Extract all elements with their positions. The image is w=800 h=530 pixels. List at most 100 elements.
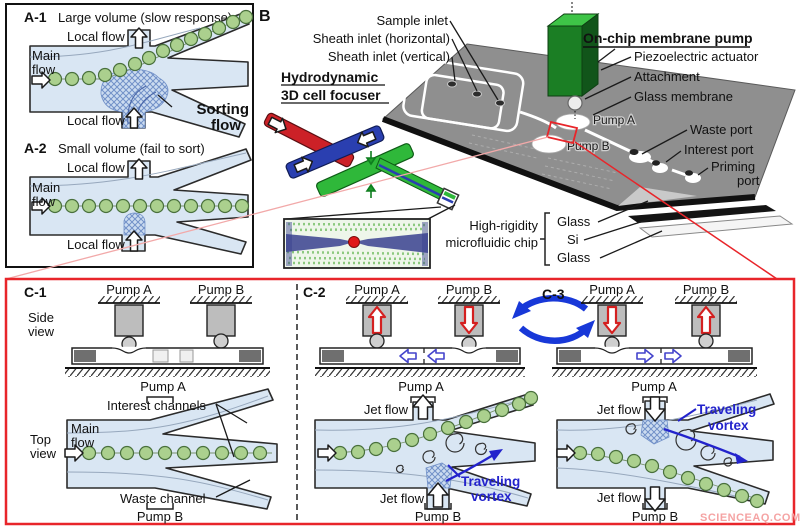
panel-a1-id: A-1 [24,9,47,25]
panel-c3-id: C-3 [542,286,565,302]
a2-small-flow-region [123,212,146,236]
c3-pump-b-bottom-label: Pump B [632,509,678,524]
panel-a2-title: Small volume (fail to sort) [58,141,205,156]
a1-sorting-label-1: Sorting [197,101,250,118]
a2-local-flow-bottom-label: Local flow [67,237,125,252]
sample-inlet-label: Sample inlet [376,13,448,28]
panel-b: Pump A Pump B [259,2,796,269]
attachment-label: Attachment [634,69,700,84]
a1-local-flow-bottom-label: Local flow [67,113,125,128]
c2-ball-a [369,333,385,349]
c1-waste-channel-label: Waste channel [120,491,206,506]
c2-pump-b-label: Pump B [446,282,492,297]
inlet-holes [447,80,505,107]
a1-local-flow-top-label: Local flow [67,29,125,44]
c2-traveling-label: Traveling [461,474,520,489]
c1-interest-channels-label: Interest channels [107,398,207,413]
c3-side-view: Pump A Pump B Pump A [552,282,757,394]
chip-serpentine-channels [402,57,525,133]
chip-si-layer [628,205,776,223]
priming-port-label-2: port [737,173,760,188]
c3-pump-b-label: Pump B [683,282,729,297]
top-view-label-2: view [30,446,57,461]
a2-local-flow-top-label: Local flow [67,160,125,175]
c1-actuator-b [206,304,236,337]
c3-traveling-vortex-arrow [663,427,741,459]
c3-vortex-label: vortex [708,418,749,433]
focuser-title-1: Hydrodynamic [281,69,378,85]
interest-port-label: Interest port [684,142,754,157]
chip-label-2: microfluidic chip [446,235,538,250]
chip-3d: Pump A Pump B [381,43,796,238]
membrane-pump-title: On-chip membrane pump [583,30,753,46]
a2-diagram [29,148,252,255]
c2-pump-a-mid-label: Pump A [398,379,444,394]
side-view-label-2: view [28,324,55,339]
c1-port-top-bracket [146,396,174,403]
c1-main-label: Main [71,421,99,436]
layer-leader-lines [583,200,663,259]
hydrodynamic-focuser-3d [263,112,460,269]
c1-pump-a-mid-label: Pump A [140,379,186,394]
c1-actuator-a [114,304,144,337]
sheath-channel-green [316,143,414,197]
layer-glass-bottom-label: Glass [557,250,591,265]
c3-jet-flow-bottom-label: Jet flow [597,490,642,505]
a2-flow-label: flow [32,194,56,209]
a1-flow-label: flow [32,62,56,77]
a1-main-label: Main [32,48,60,63]
c2-vortex-spirals [395,432,488,474]
c3-side-channel [556,347,753,365]
c1-flow-label: flow [71,435,95,450]
panel-c: C-1 C-2 C-3 Side view Top view Pump A Pu… [4,277,796,526]
c1-ball-b [213,333,229,349]
sheath-inlet-horizontal-label: Sheath inlet (horizontal) [313,31,450,46]
a2-cells [47,198,250,214]
piezo-actuator-3d [546,2,600,119]
c3-pump-a-mid-label: Pump A [631,379,677,394]
c1-pump-b-label: Pump B [198,282,244,297]
panel-a: A-1 Large volume (slow response) Local f… [5,3,254,268]
glass-membrane-label: Glass membrane [634,89,733,104]
chip-bottom-glass-layer [638,215,794,238]
chip-side-edge [381,116,756,212]
c2-side-channel [319,347,521,365]
c2-pump-b-bottom-label: Pump B [415,509,461,524]
sheath-inlet-vertical-label: Sheath inlet (vertical) [328,49,450,64]
zoom-region-marker [5,120,778,280]
c3-ball-b [698,333,714,349]
c1-port-bottom-bracket [146,503,174,510]
priming-port-label-1: Priming [711,159,755,174]
panel-a1-title: Large volume (slow response) [58,10,232,25]
layer-bracket [540,212,550,266]
c2-cells [332,390,539,461]
a2-main-label: Main [32,180,60,195]
panel-b-id: B [259,8,271,25]
focuser-title-2: 3D cell focuser [281,87,381,103]
c3-jet-flow-top-label: Jet flow [597,402,642,417]
focusing-simulation-inset [283,218,431,269]
c1-cells [81,445,268,461]
c3-traveling-label: Traveling [697,402,756,417]
inlet-leader-lines [449,20,499,101]
chip-label-1: High-rigidity [469,218,538,233]
c2-side-view: Pump A Pump B Pump A [315,282,525,394]
swap-arrows-icon [512,295,595,344]
c2-top-view [314,390,539,510]
c3-pump-a-label: Pump A [589,282,635,297]
layer-glass-top-label: Glass [557,214,591,229]
side-view-label-1: Side [28,310,54,325]
panel-c2-id: C-2 [303,284,326,300]
c2-vortex-label: vortex [471,489,512,504]
a1-diagram [29,9,254,138]
c1-pump-a-label: Pump A [106,282,152,297]
c1-pump-b-bottom-label: Pump B [137,509,183,524]
waste-port-label: Waste port [690,122,753,137]
c2-traveling-vortex-arrow [445,453,496,483]
chip-glass-cutaway [618,187,697,206]
top-view-label-1: Top [30,432,51,447]
c1-side-view: Pump A Pump B Pump A [65,282,270,394]
focused-sample-dot [348,236,360,248]
vertical-squeeze-arrows [365,151,377,198]
